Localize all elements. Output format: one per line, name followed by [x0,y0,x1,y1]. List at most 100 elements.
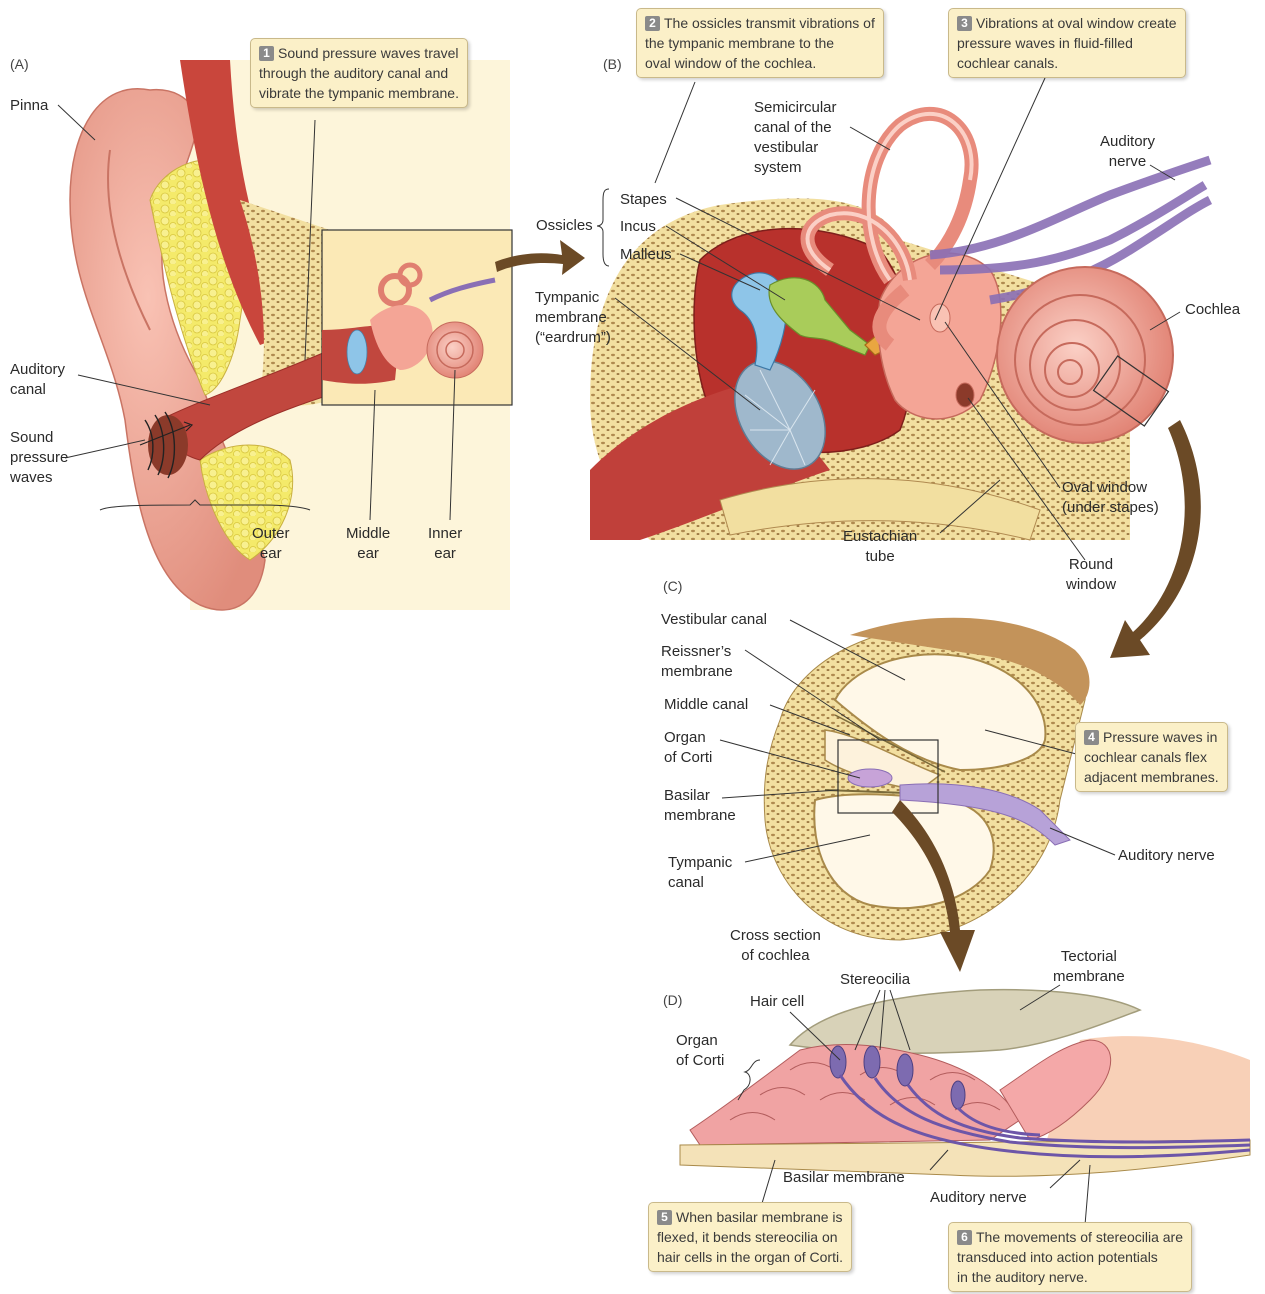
vestibule [878,253,1001,419]
callout-4: 4Pressure waves in cochlear canals flex … [1075,722,1228,792]
label-inner-ear-line-2: ear [434,545,456,562]
callout-3-line-3: cochlear canals. [957,55,1058,71]
label-middle-canal: Middle canal [664,695,748,715]
label-reissner-line-1: Reissner’s [661,643,731,660]
label-oval-window: Oval window (under stapes) [1062,478,1159,518]
callout-2-line-1: The ossicles transmit vibrations of [664,15,875,31]
label-reissner-line-2: membrane [661,663,733,680]
label-vestibular-canal: Vestibular canal [661,610,767,630]
label-stapes: Stapes [620,190,667,210]
callout-5-number: 5 [657,1210,672,1225]
callout-3-line-2: pressure waves in fluid-filled [957,35,1133,51]
label-tectorial-line-1: Tectorial [1061,948,1117,965]
callout-2-line-2: the tympanic membrane to the [645,35,834,51]
label-cross-section-line-2: of cochlea [741,947,809,964]
label-organ-corti-d-line-2: of Corti [676,1052,724,1069]
panel-b-middle-inner-ear [590,114,1210,540]
label-tympanic-membrane: Tympanic membrane (“eardrum”) [535,288,611,348]
canal-opening [148,415,188,475]
label-hair-cell: Hair cell [750,992,804,1012]
label-auditory-nerve-c: Auditory nerve [1118,846,1215,866]
organ-of-corti-mini [848,769,892,787]
label-tectorial-line-2: membrane [1053,968,1125,985]
callout-1-line-2: through the auditory canal and [259,65,448,81]
panel-label-c: (C) [663,578,682,594]
label-cross-section-line-1: Cross section [730,927,821,944]
label-round-window-line-2: window [1066,576,1116,593]
callout-3-line-1: Vibrations at oval window create [976,15,1177,31]
panel-c-cochlea-cross-section [764,618,1089,940]
label-semicircular-canal: Semicircular canal of the vestibular sys… [754,98,837,178]
label-auditory-nerve-b-line-1: Auditory [1100,133,1155,150]
label-basilar-c-line-1: Basilar [664,787,710,804]
label-semicircular-line-4: system [754,159,802,176]
label-organ-corti-c-line-1: Organ [664,729,706,746]
label-oval-window-line-2: (under stapes) [1062,499,1159,516]
label-pinna: Pinna [10,96,48,116]
label-oval-window-line-1: Oval window [1062,479,1147,496]
label-ossicles: Ossicles [536,216,593,236]
callout-4-line-1: Pressure waves in [1103,729,1217,745]
callout-3-number: 3 [957,16,972,31]
callout-1-line-3: vibrate the tympanic membrane. [259,85,459,101]
label-organ-corti-d-line-1: Organ [676,1032,718,1049]
callout-2-line-3: oval window of the cochlea. [645,55,816,71]
callout-1-number: 1 [259,46,274,61]
label-tympanic-line-3: (“eardrum”) [535,329,611,346]
label-outer-ear: Outer ear [252,524,290,564]
label-auditory-nerve-b-line-2: nerve [1109,153,1147,170]
callout-6: 6 The movements of stereocilia are transd… [948,1222,1192,1292]
label-round-window: Round window [1066,555,1116,595]
callout-2-number: 2 [645,16,660,31]
label-semicircular-line-1: Semicircular [754,99,837,116]
label-reissners-membrane: Reissner’s membrane [661,642,733,682]
callout-1-line-1: Sound pressure waves travel [278,45,459,61]
label-auditory-canal-line-2: canal [10,381,46,398]
label-organ-of-corti-c: Organ of Corti [664,728,712,768]
callout-6-line-3: in the auditory nerve. [957,1269,1088,1285]
label-basilar-membrane-d: Basilar membrane [783,1168,905,1188]
label-cross-section: Cross section of cochlea [730,926,821,966]
panel-label-a: (A) [10,56,29,72]
label-inner-ear-line-1: Inner [428,525,462,542]
label-sound-line-2: pressure [10,449,68,466]
label-middle-ear-line-2: ear [357,545,379,562]
label-basilar-membrane-c: Basilar membrane [664,786,736,826]
callout-6-line-2: transduced into action potentials [957,1249,1158,1265]
label-middle-ear-line-1: Middle [346,525,390,542]
label-incus: Incus [620,217,656,237]
label-basilar-c-line-2: membrane [664,807,736,824]
label-eustachian-tube: Eustachian tube [843,527,917,567]
label-stereocilia: Stereocilia [840,970,910,990]
label-cochlea: Cochlea [1185,300,1240,320]
label-eustachian-line-2: tube [866,548,895,565]
label-eustachian-line-1: Eustachian [843,528,917,545]
label-tympanic-canal-line-1: Tympanic [668,854,732,871]
panel-d-organ-of-corti [680,990,1250,1177]
callout-6-line-1: The movements of stereocilia are [976,1229,1183,1245]
label-round-window-line-1: Round [1069,556,1113,573]
cochlea-shape [997,267,1173,443]
label-auditory-canal: Auditory canal [10,360,65,400]
callout-6-number: 6 [957,1230,972,1245]
label-outer-ear-line-2: ear [260,545,282,562]
label-inner-ear: Inner ear [428,524,462,564]
label-auditory-nerve-d: Auditory nerve [930,1188,1027,1208]
callout-5-line-3: hair cells in the organ of Corti. [657,1249,843,1265]
callout-1: 1 Sound pressure waves travel through the… [250,38,468,108]
callout-5-line-2: flexed, it bends stereocilia on [657,1229,838,1245]
panel-label-d: (D) [663,992,682,1008]
callout-4-line-3: adjacent membranes. [1084,769,1219,785]
callout-3: 3 Vibrations at oval window create pressu… [948,8,1186,78]
label-semicircular-line-3: vestibular [754,139,818,156]
label-malleus: Malleus [620,245,672,265]
label-organ-of-corti-d: Organ of Corti [676,1031,724,1071]
label-sound-pressure-waves: Sound pressure waves [10,428,68,488]
label-auditory-canal-line-1: Auditory [10,361,65,378]
label-tympanic-canal-line-2: canal [668,874,704,891]
label-outer-ear-line-1: Outer [252,525,290,542]
panel-label-b: (B) [603,56,622,72]
label-sound-line-1: Sound [10,429,53,446]
label-organ-corti-c-line-2: of Corti [664,749,712,766]
